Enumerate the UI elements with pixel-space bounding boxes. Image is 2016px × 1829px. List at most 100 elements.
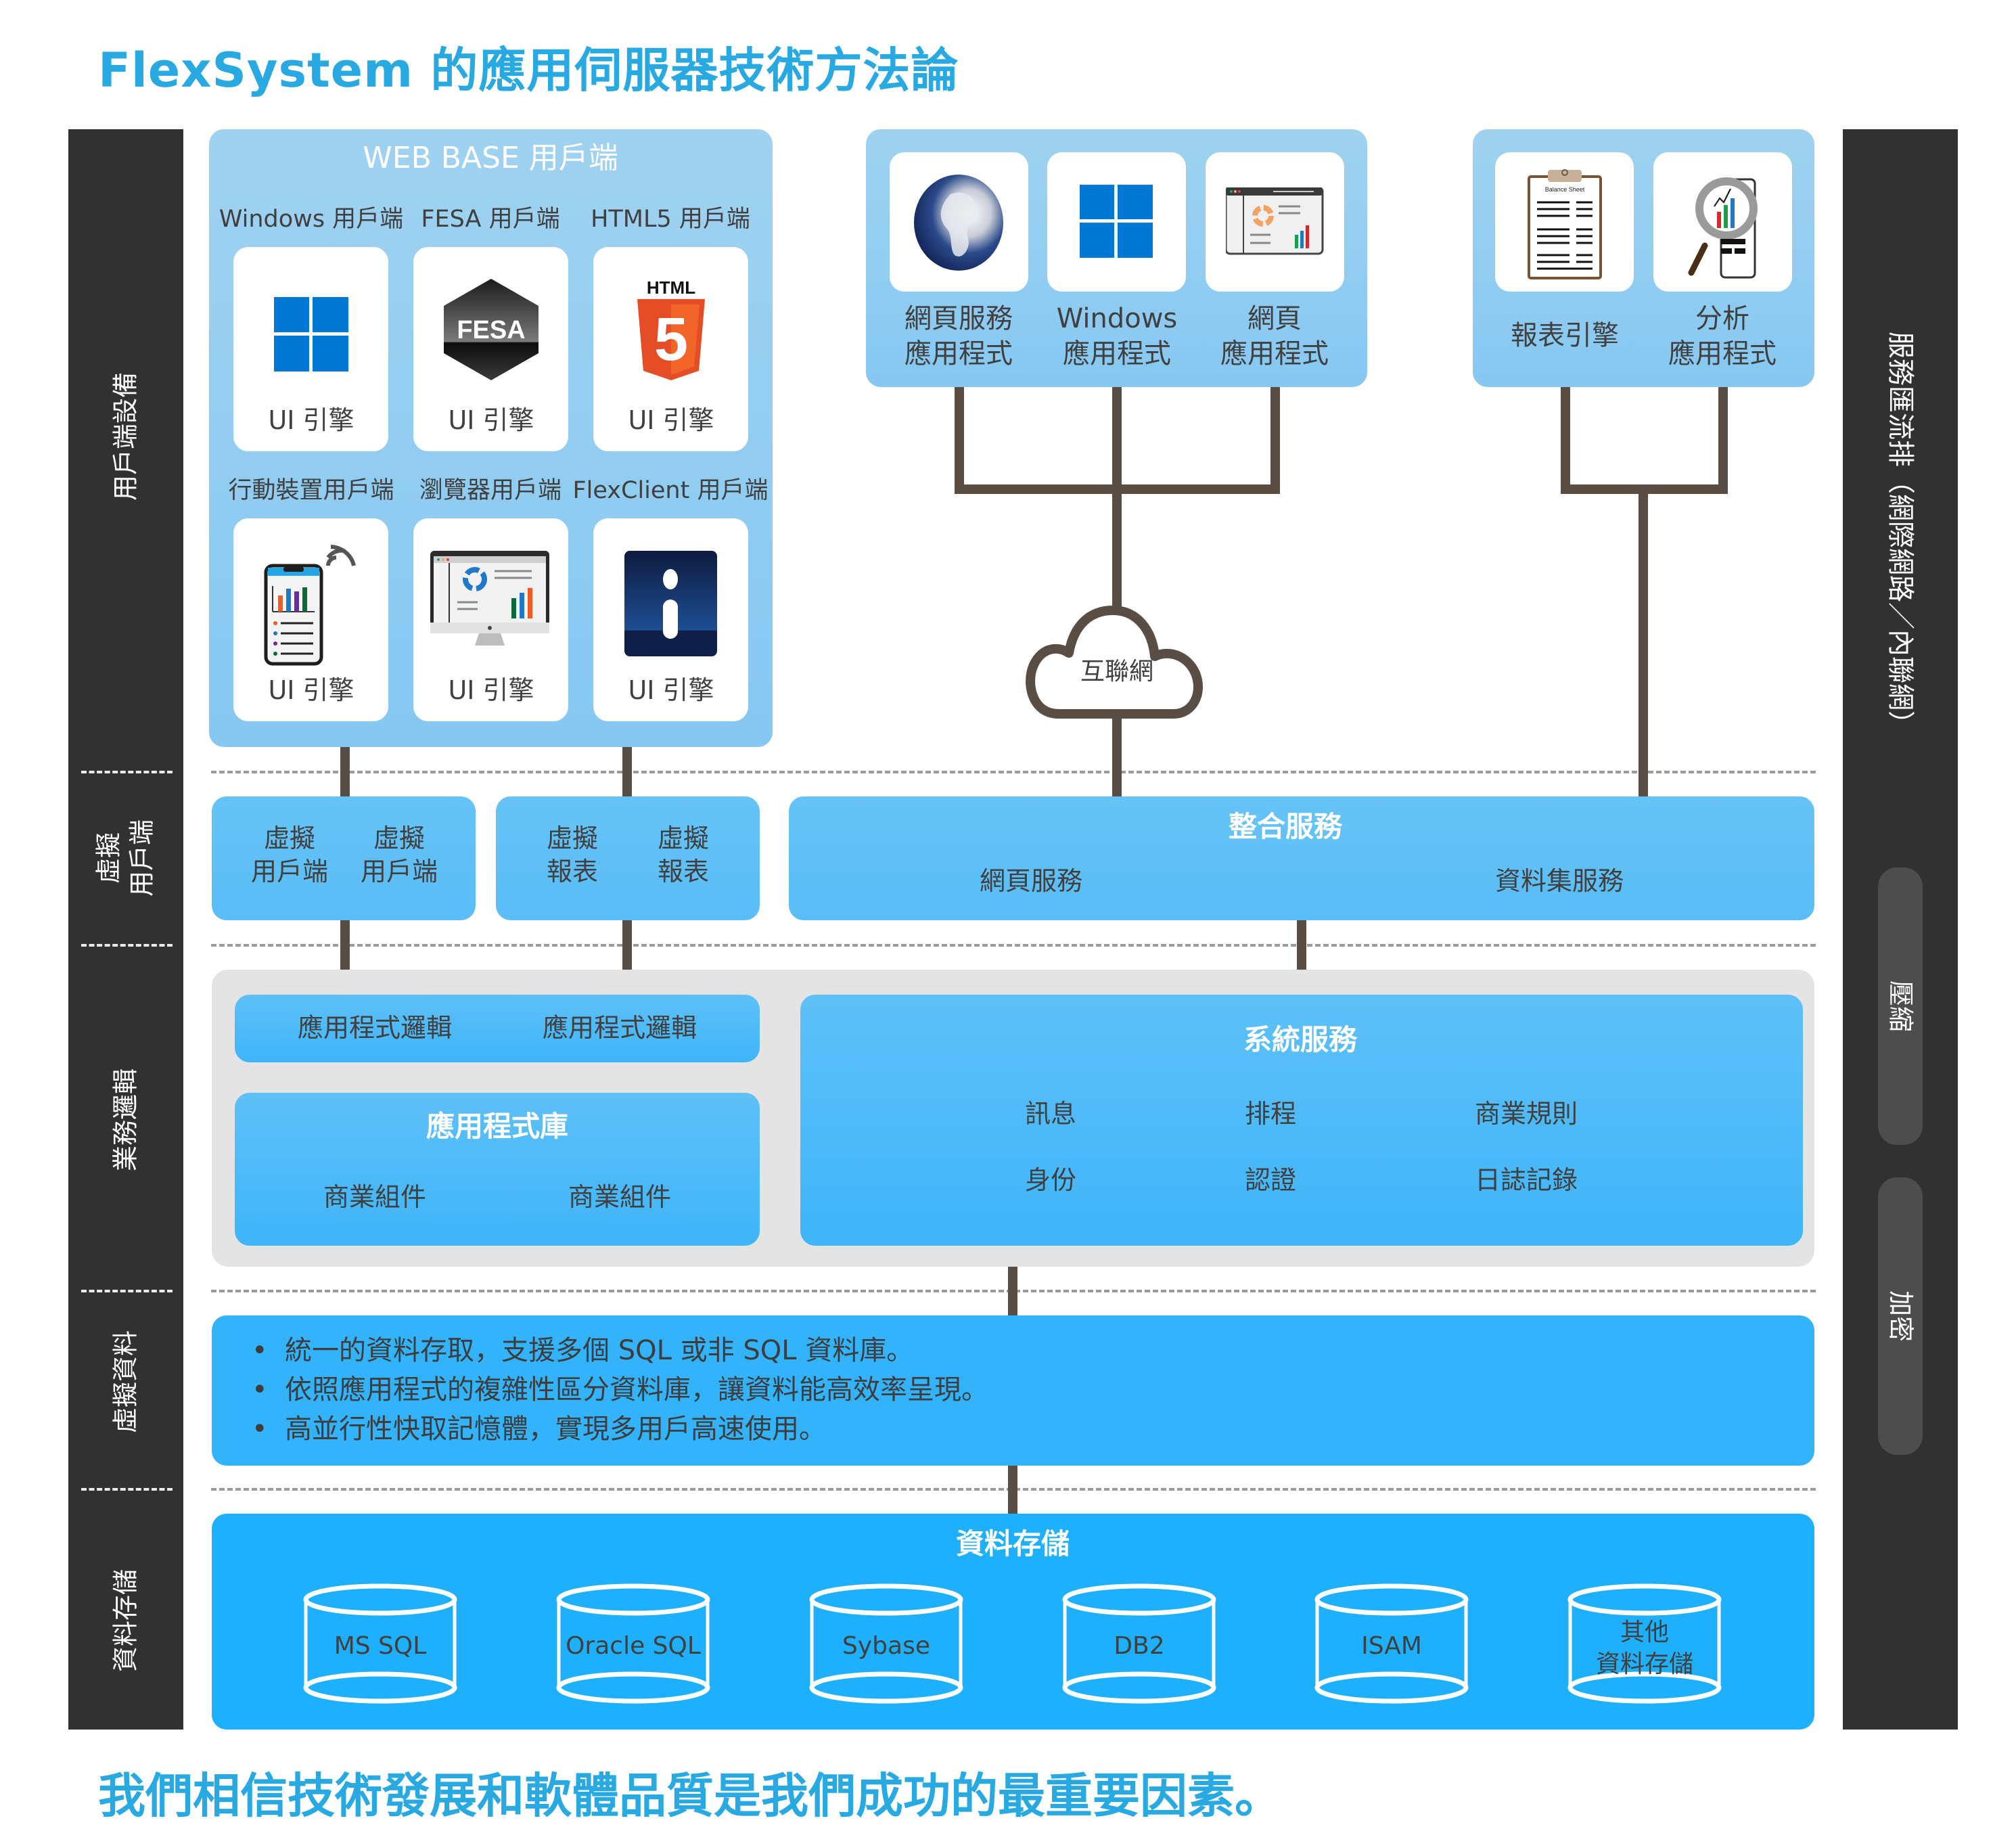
client-label: 瀏覽器用戶端 <box>419 477 562 504</box>
client-card-fesa[interactable]: FESA UI 引擎 <box>413 247 568 451</box>
app-label: 網頁服務應用程式 <box>904 303 1013 369</box>
html5-logo-text: HTML <box>647 277 695 298</box>
app-logic-item: 應用程式邏輯 <box>542 1013 697 1043</box>
app-label: 網頁應用程式 <box>1220 303 1329 369</box>
report-card-engine[interactable]: Balance Sheet <box>1495 152 1634 292</box>
virtual-data-bullet: • 高並行性快取記憶體，實現多用戶高速使用。 <box>252 1414 827 1445</box>
app-card-web-service[interactable] <box>890 152 1028 292</box>
app-library-title: 應用程式庫 <box>426 1110 569 1143</box>
balance-sheet-icon: Balance Sheet <box>1528 169 1602 279</box>
layer-label-data-storage: 資料存儲 <box>110 1568 141 1673</box>
ui-engine-label: UI 引擎 <box>448 405 534 435</box>
report-card-analysis[interactable] <box>1653 152 1792 292</box>
layer-label-business-logic: 業務邏輯 <box>110 1068 141 1172</box>
web-dashboard-icon <box>1226 187 1324 255</box>
mobile-phone-chart-icon <box>264 545 356 666</box>
windows-logo-icon <box>1080 185 1153 258</box>
html5-logo-icon: HTML 5 <box>637 277 705 380</box>
client-card-html5[interactable]: HTML 5 UI 引擎 <box>593 247 748 451</box>
report-label: 報表引擎 <box>1511 320 1619 351</box>
ui-engine-label: UI 引擎 <box>628 405 714 435</box>
bullet-dot: • <box>252 1374 285 1405</box>
client-label: FESA 用戶端 <box>421 206 560 233</box>
layer-label-virtual-client: 虛擬 用戶端 <box>93 819 157 897</box>
html5-logo-digit: 5 <box>654 306 688 374</box>
magnifier-chart-icon <box>1688 177 1758 279</box>
layer-divider <box>81 944 173 947</box>
internet-cloud-icon <box>1026 606 1203 719</box>
database-cylinder-icon <box>556 1583 710 1704</box>
client-label: FlexClient 用戶端 <box>572 477 769 504</box>
layer-divider <box>81 1290 173 1292</box>
connector-line <box>1112 484 1122 620</box>
virtual-data-bullet: • 依照應用程式的複雜性區分資料庫，讓資料能高效率呈現。 <box>252 1374 989 1405</box>
fesa-logo-icon: FESA <box>444 279 539 380</box>
page-title: FlexSystem 的應用伺服器技術方法論 <box>98 43 959 98</box>
system-service-item: 身份 <box>1024 1165 1077 1195</box>
windows-logo-icon <box>274 297 348 371</box>
database-cylinder-icon <box>1314 1583 1469 1704</box>
client-card-flexclient[interactable]: UI 引擎 <box>593 518 748 721</box>
system-service-item: 認證 <box>1244 1165 1297 1195</box>
connector-line <box>1561 380 1570 494</box>
client-label: Windows 用戶端 <box>219 206 404 233</box>
data-storage-title: 資料存儲 <box>955 1527 1070 1560</box>
integration-item: 網頁服務 <box>979 866 1083 896</box>
database-label: Oracle SQL <box>566 1632 701 1660</box>
virtual-report-label: 虛擬報表 <box>546 823 599 887</box>
system-service-item: 商業規則 <box>1474 1099 1578 1129</box>
ui-engine-label: UI 引擎 <box>448 675 534 705</box>
connector-line <box>1718 380 1728 494</box>
client-label: HTML5 用戶端 <box>591 206 750 233</box>
virtual-client-label: 虛擬用戶端 <box>360 823 438 887</box>
encryption-label: 加密 <box>1885 1290 1916 1342</box>
encryption-pill <box>1878 1177 1923 1455</box>
virtual-data-bullet: • 統一的資料存取，支援多個 SQL 或非 SQL 資料庫。 <box>252 1335 914 1366</box>
system-service-item: 日誌記錄 <box>1474 1165 1578 1195</box>
connector-line <box>1270 380 1280 494</box>
client-card-browser[interactable]: UI 引擎 <box>413 518 568 721</box>
virtual-report-label: 虛擬報表 <box>657 823 710 887</box>
database-label: DB2 <box>1114 1632 1165 1660</box>
system-services-panel <box>800 995 1803 1246</box>
integration-services-panel <box>789 796 1814 920</box>
virtual-data-panel <box>212 1315 1814 1466</box>
database-cylinder-icon <box>1062 1583 1216 1704</box>
database-label: ISAM <box>1361 1632 1422 1660</box>
system-service-item: 排程 <box>1244 1099 1297 1129</box>
database-label: Sybase <box>842 1632 930 1660</box>
ui-engine-label: UI 引擎 <box>268 675 354 705</box>
fesa-logo-text: FESA <box>457 316 525 344</box>
database-cylinder-icon <box>809 1583 963 1704</box>
web-base-title: WEB BASE 用戶端 <box>363 141 618 175</box>
database-cylinder-icon <box>1567 1583 1722 1704</box>
client-card-mobile[interactable]: UI 引擎 <box>233 518 388 721</box>
connector-line <box>1008 1460 1017 1521</box>
app-logic-item: 應用程式邏輯 <box>297 1013 453 1043</box>
client-card-windows[interactable]: UI 引擎 <box>233 247 388 451</box>
connector-line <box>622 741 632 805</box>
balance-sheet-text: Balance Sheet <box>1545 186 1585 193</box>
connector-line <box>1008 1260 1017 1321</box>
layer-sidebar <box>68 129 183 1730</box>
layer-divider <box>81 771 173 773</box>
business-component-item: 商業組件 <box>323 1182 427 1212</box>
globe-icon <box>914 175 1003 271</box>
app-logic-panel <box>235 995 760 1062</box>
layer-separator <box>211 944 1816 947</box>
app-card-web-app[interactable] <box>1206 152 1344 292</box>
ui-engine-label: UI 引擎 <box>268 405 354 435</box>
app-card-windows[interactable] <box>1047 152 1186 292</box>
layer-divider <box>81 1488 173 1491</box>
connector-line <box>340 913 350 978</box>
connector-line <box>622 913 632 978</box>
database-cylinder-icon <box>303 1583 457 1704</box>
layer-separator <box>211 771 1816 773</box>
connector-line <box>1297 913 1306 978</box>
database-label: 其他 資料存儲 <box>1595 1619 1694 1678</box>
database-label: MS SQL <box>334 1632 427 1660</box>
system-service-item: 訊息 <box>1024 1099 1077 1129</box>
connector-line <box>955 380 964 494</box>
bullet-dot: • <box>252 1335 285 1366</box>
